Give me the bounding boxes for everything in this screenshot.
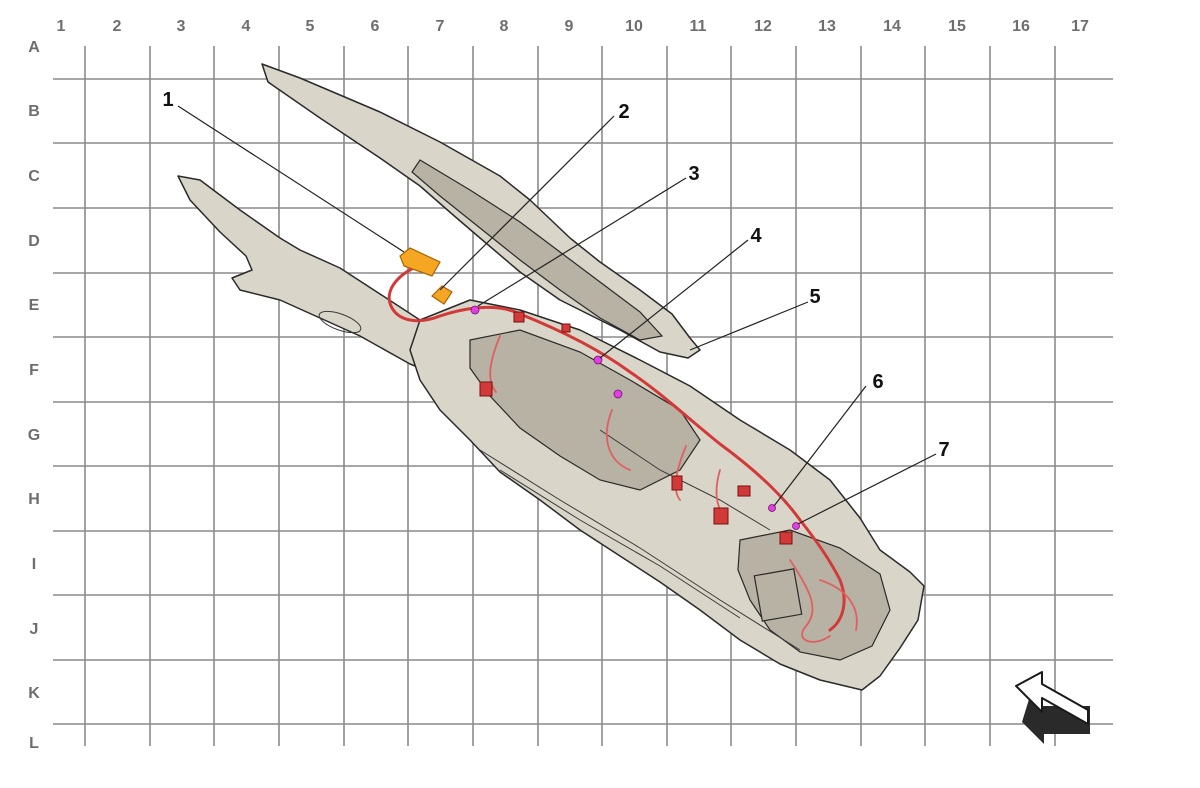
- column-label: 17: [1071, 18, 1089, 35]
- upper-trim-inner: [411, 159, 664, 341]
- harness-connector: [513, 311, 525, 323]
- front-direction-arrow-icon: [1015, 671, 1090, 744]
- column-label: 13: [818, 18, 836, 35]
- harness-marker: [768, 504, 776, 512]
- harness-connector: [737, 485, 751, 497]
- row-label: E: [29, 297, 40, 314]
- wiring-harness: [387, 260, 858, 643]
- column-label: 6: [371, 18, 380, 35]
- column-label: 2: [113, 18, 122, 35]
- column-label: 5: [306, 18, 315, 35]
- column-label: 9: [565, 18, 574, 35]
- column-label: 8: [500, 18, 509, 35]
- harness-connector: [561, 323, 571, 333]
- row-label: H: [28, 491, 40, 508]
- column-label: 4: [242, 18, 251, 35]
- column-label: 3: [177, 18, 186, 35]
- harness-marker: [613, 389, 623, 399]
- column-label: 12: [754, 18, 772, 35]
- orange-small-connector: [431, 285, 453, 305]
- row-label: F: [29, 362, 39, 379]
- console-rear-bay: [737, 529, 891, 661]
- console-rib: [599, 429, 771, 531]
- console-tray: [469, 329, 701, 491]
- row-labels: A B C D E F G H I J K L: [28, 39, 40, 752]
- callout-leaders: [177, 105, 937, 525]
- leader-line-1: [177, 105, 405, 253]
- row-label: B: [28, 103, 40, 120]
- callout-7: 7: [938, 439, 949, 461]
- callout-4: 4: [750, 225, 762, 247]
- harness-branch: [489, 335, 501, 393]
- row-label: L: [29, 735, 39, 752]
- column-label: 11: [690, 18, 707, 35]
- leader-line-3: [477, 177, 687, 307]
- callout-2: 2: [618, 101, 629, 123]
- center-console-assembly: [177, 63, 925, 691]
- highlighted-components: [399, 247, 453, 305]
- harness-branch: [789, 559, 831, 643]
- row-label: A: [28, 39, 40, 56]
- column-label: 14: [883, 18, 901, 35]
- callout-numbers: 1 2 3 4 5 6 7: [162, 89, 949, 461]
- harness-marker: [470, 305, 480, 315]
- fuse-block: [753, 568, 803, 622]
- harness-marker: [792, 522, 800, 530]
- leader-line-5: [689, 301, 809, 351]
- lower-trim-recess: [318, 310, 362, 334]
- harness-main-trunk: [387, 260, 846, 632]
- leader-line-6: [773, 385, 867, 507]
- row-label: C: [28, 168, 40, 185]
- leader-line-2: [439, 115, 615, 291]
- harness-connector: [779, 531, 793, 545]
- console-rib: [499, 469, 741, 619]
- harness-connector: [479, 381, 493, 397]
- callout-6: 6: [872, 371, 883, 393]
- column-label: 1: [57, 18, 66, 35]
- harness-branch: [605, 409, 631, 471]
- leader-line-7: [797, 453, 937, 525]
- column-label: 15: [948, 18, 966, 35]
- leader-line-4: [599, 239, 749, 359]
- column-label: 10: [625, 18, 643, 35]
- row-label: D: [28, 233, 40, 250]
- orange-connector-module: [399, 247, 441, 277]
- column-label: 7: [436, 18, 445, 35]
- console-rib: [479, 449, 801, 651]
- callout-3: 3: [688, 163, 699, 185]
- harness-connector: [671, 475, 683, 491]
- row-label: K: [28, 685, 40, 702]
- row-label: G: [28, 427, 40, 444]
- harness-branch: [819, 579, 858, 631]
- callout-1: 1: [162, 89, 173, 111]
- callout-5: 5: [809, 286, 820, 308]
- column-labels: 1 2 3 4 5 6 7 8 9 10 11 12 13 14 15 16 1…: [57, 18, 1089, 35]
- column-label: 16: [1012, 18, 1030, 35]
- row-label: I: [32, 556, 36, 573]
- row-label: J: [30, 621, 39, 638]
- harness-connector: [713, 507, 729, 525]
